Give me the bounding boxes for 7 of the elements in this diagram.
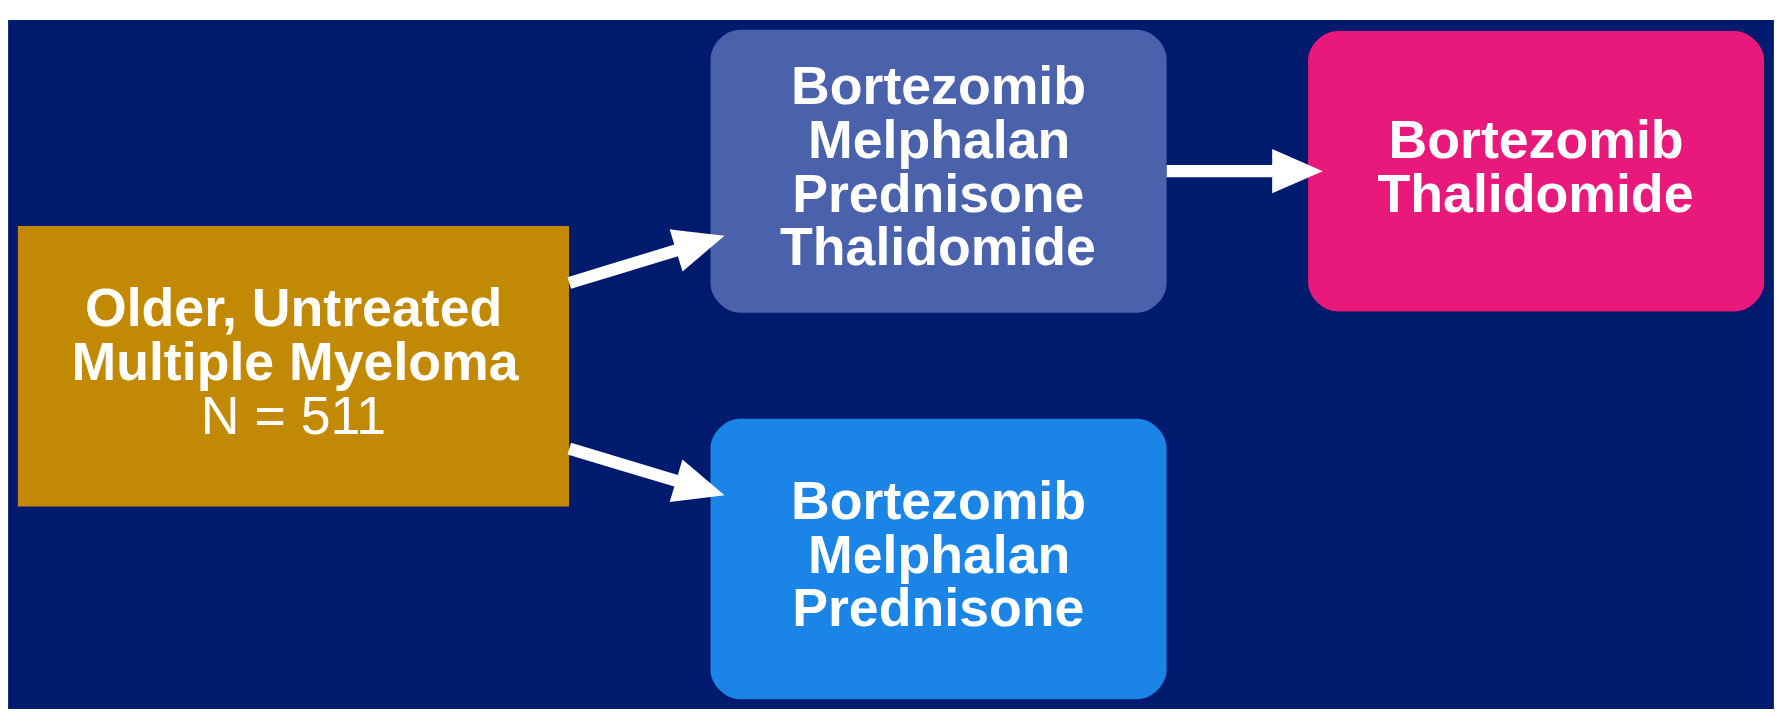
node-box: Older, Untreated Multiple Myeloma N = 511 [17, 225, 570, 507]
node-box: Bortezomib Thalidomide [1308, 30, 1765, 311]
node-box: Bortezomib Melphalan Prednisone Thalidomide [710, 29, 1167, 313]
node-box: Bortezomib Melphalan Prednisone [710, 418, 1167, 699]
arrow [567, 442, 725, 502]
arrow [1166, 148, 1323, 193]
arrow [567, 228, 725, 289]
